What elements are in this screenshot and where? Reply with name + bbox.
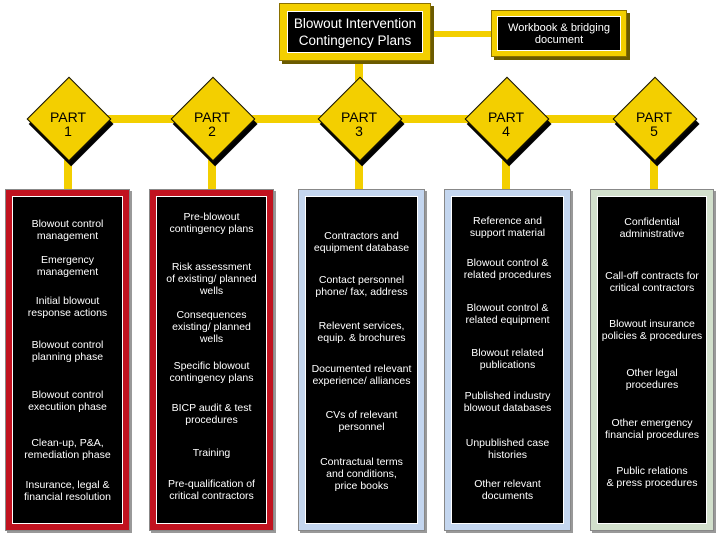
part2-item: Consequences existing/ planned wells — [172, 309, 251, 345]
part4-item: Other relevant documents — [474, 478, 541, 502]
part3-item: CVs of relevant personnel — [325, 409, 398, 433]
part5-panel-body: Confidential administrative Call-off con… — [597, 196, 707, 524]
part2-panel-body: Pre-blowout contingency plans Risk asses… — [156, 196, 267, 524]
connector-part2-panel — [208, 160, 216, 190]
part2-item: Pre-blowout contingency plans — [169, 211, 254, 235]
part1-item: Initial blowout response actions — [27, 295, 108, 319]
part4-item: Reference and support material — [469, 215, 546, 239]
part1-item: Clean-up, P&A, remediation phase — [24, 437, 111, 461]
part2-panel: Pre-blowout contingency plans Risk asses… — [149, 189, 274, 531]
connector-part1-panel — [64, 160, 72, 190]
part4-item: Blowout control & related procedures — [463, 257, 552, 281]
main-title: Blowout Intervention Contingency Plans — [287, 11, 423, 53]
part2-item: Pre-qualification of critical contractor… — [168, 478, 255, 502]
part2-item: Training — [192, 447, 231, 459]
part5-label: PART 5 — [635, 109, 673, 139]
part3-label: PART 3 — [340, 109, 378, 139]
part4-panel-body: Reference and support material Blowout c… — [451, 196, 564, 524]
part5-item: Public relations & press procedures — [606, 465, 698, 489]
part5-item: Call-off contracts for critical contract… — [605, 270, 699, 294]
part1-item: Blowout control management — [31, 218, 104, 242]
part4-panel: Reference and support material Blowout c… — [444, 189, 571, 531]
part2-item: Risk assessment of existing/ planned wel… — [166, 261, 257, 297]
part5-item: Confidential administrative — [619, 216, 685, 240]
part3-item: Contractors and equipment database — [313, 230, 410, 254]
part1-panel: Blowout control management Emergency man… — [5, 189, 130, 531]
connector-part3-panel — [355, 160, 363, 190]
part5-panel: Confidential administrative Call-off con… — [590, 189, 714, 531]
part4-item: Blowout related publications — [471, 347, 544, 371]
part1-item: Blowout control planning phase — [31, 339, 104, 363]
part4-label: PART 4 — [487, 109, 525, 139]
part2-label: PART 2 — [193, 109, 231, 139]
part1-panel-body: Blowout control management Emergency man… — [12, 196, 123, 524]
part3-item: Documented relevant experience/ alliance… — [311, 363, 412, 387]
part1-label: PART 1 — [49, 109, 87, 139]
connector-main-to-side — [430, 31, 494, 37]
part2-item: Specific blowout contingency plans — [169, 360, 254, 384]
part1-item: Blowout control executiion phase — [28, 389, 107, 413]
part5-item: Other emergency financial procedures — [605, 417, 699, 441]
part3-item: Relevent services, equip. & brochures — [317, 320, 406, 344]
connector-part5-panel — [650, 160, 658, 190]
workbook-label: Workbook & bridging document — [497, 16, 621, 51]
part1-item: Insurance, legal & financial resolution — [24, 479, 111, 503]
part4-item: Blowout control & related equipment — [465, 302, 550, 326]
part4-item: Unpublished case histories — [465, 437, 550, 461]
workbook-box: Workbook & bridging document — [491, 10, 627, 57]
part4-item: Published industry blowout databases — [463, 390, 552, 414]
part3-panel: Contractors and equipment database Conta… — [298, 189, 425, 531]
part3-panel-body: Contractors and equipment database Conta… — [305, 196, 418, 524]
connector-part4-panel — [502, 160, 510, 190]
part5-item: Blowout insurance policies & procedures — [601, 318, 703, 342]
part3-item: Contact personnel phone/ fax, address — [315, 274, 408, 298]
part5-item: Other legal procedures — [625, 367, 679, 391]
main-title-box: Blowout Intervention Contingency Plans — [279, 3, 431, 61]
part2-item: BICP audit & test procedures — [171, 402, 252, 426]
part1-item: Emergency management — [36, 254, 99, 278]
part3-item: Contractual terms and conditions, price … — [320, 456, 403, 492]
